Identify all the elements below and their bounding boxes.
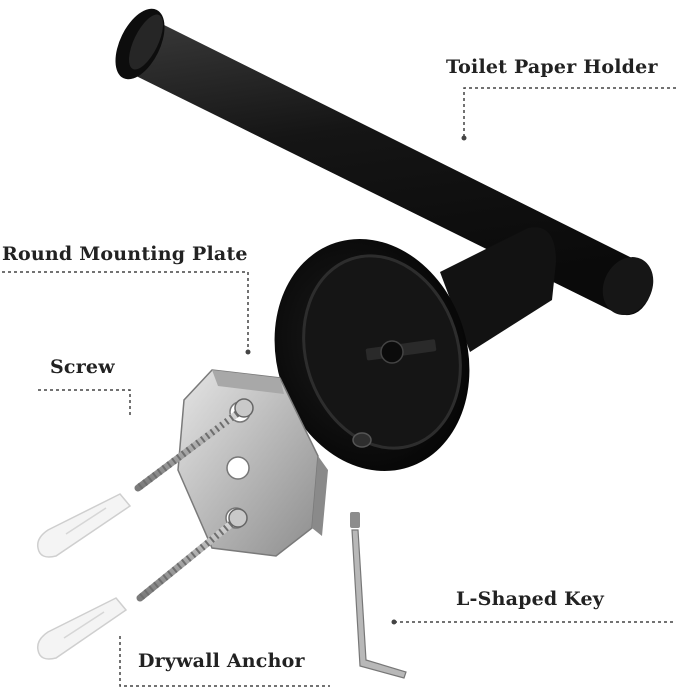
- drywall-anchor-lower: [36, 597, 128, 660]
- label-screw: Screw: [50, 356, 115, 378]
- holder-arm: [440, 227, 556, 352]
- drywall-anchor-upper: [36, 493, 132, 558]
- label-l-shaped-key: L-Shaped Key: [456, 588, 604, 610]
- screw-upper: [134, 398, 254, 492]
- leader-anchor: [119, 636, 330, 687]
- l-shaped-key: [350, 512, 407, 679]
- leader-plate: [2, 271, 249, 352]
- label-drywall-anchor: Drywall Anchor: [138, 650, 305, 672]
- leader-holder: [463, 87, 676, 138]
- set-screw-icon: [365, 339, 437, 364]
- label-toilet-paper-holder: Toilet Paper Holder: [446, 56, 658, 78]
- label-round-mounting-plate: Round Mounting Plate: [2, 243, 248, 265]
- toilet-paper-holder: [115, 8, 654, 472]
- leader-lines: [2, 87, 676, 687]
- leader-screw: [38, 389, 131, 418]
- screw-lower: [136, 508, 248, 602]
